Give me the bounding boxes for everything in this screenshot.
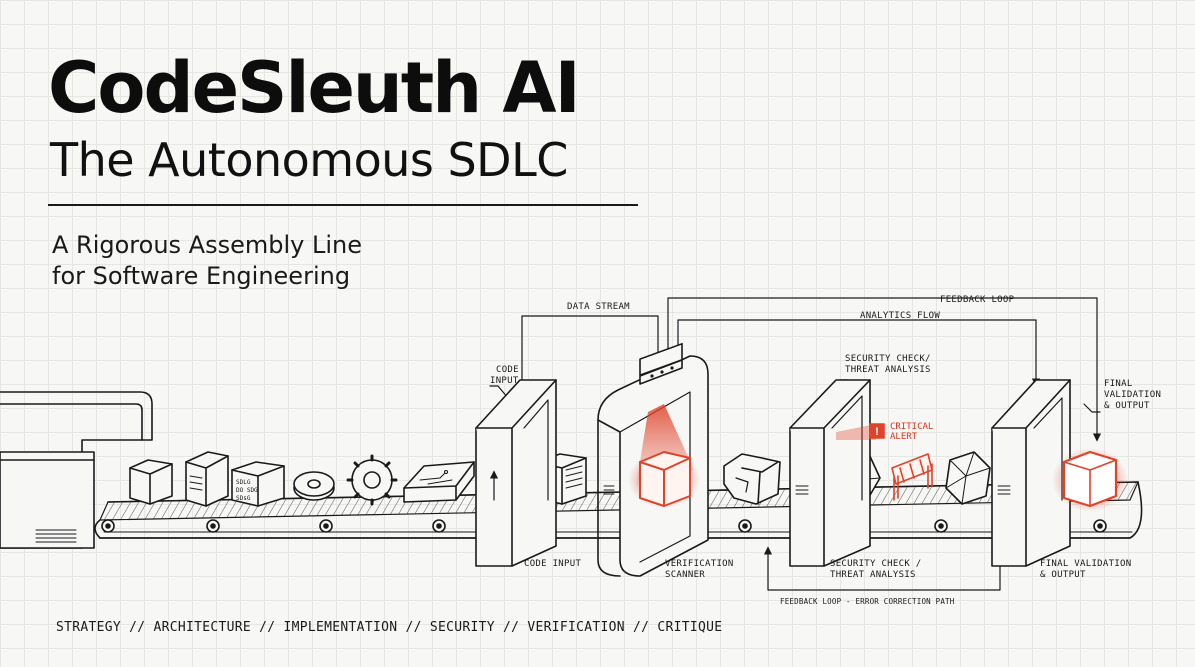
wireframe-cube xyxy=(945,451,991,505)
security-barrier xyxy=(891,453,933,501)
fragmented-module xyxy=(723,453,781,505)
security-bottom-label-2: THREAT ANALYSIS xyxy=(830,570,916,580)
tagline: A Rigorous Assembly Line for Software En… xyxy=(52,230,362,292)
tagline-line-2: for Software Engineering xyxy=(52,262,351,290)
sdlc-doc-box: SDLG DO SDG SDsG xyxy=(231,461,285,507)
raw-cube xyxy=(129,459,173,505)
code-input-pointer xyxy=(489,385,509,399)
final-top-label-1: FINAL xyxy=(1104,379,1133,389)
final-bottom-label-2: & OUTPUT xyxy=(1040,570,1086,580)
tagline-line-1: A Rigorous Assembly Line xyxy=(52,231,362,259)
data-stream-label: DATA STREAM xyxy=(567,302,630,312)
code-input-bottom-label: CODE INPUT xyxy=(524,559,581,569)
analytics-flow-label: ANALYTICS FLOW xyxy=(860,311,940,321)
verification-scanner xyxy=(597,342,709,577)
belt-items: SDLG DO SDG SDsG xyxy=(129,451,991,507)
security-gate xyxy=(789,379,871,567)
final-pointer xyxy=(1083,403,1101,413)
security-top-label-1: SECURITY CHECK/ xyxy=(845,354,931,364)
doc-box-text-2: DO SDG xyxy=(236,487,258,494)
verification-label-1: VERIFICATION xyxy=(665,559,734,569)
final-top-label-3: & OUTPUT xyxy=(1104,401,1150,411)
input-machine xyxy=(0,391,153,549)
feedback-loop-label: FEEDBACK LOOP xyxy=(940,295,1015,305)
security-bottom-label-1: SECURITY CHECK / xyxy=(830,559,922,569)
critical-alert-label-2: ALERT xyxy=(890,432,918,442)
validated-output-cube xyxy=(1062,450,1118,508)
security-top-label-2: THREAT ANALYSIS xyxy=(845,365,931,375)
feedback-bottom-line xyxy=(763,546,1001,591)
feedback-loop-line xyxy=(667,297,1102,442)
alert-mark: ! xyxy=(875,426,879,438)
document-block xyxy=(185,451,229,507)
code-input-gate xyxy=(475,379,557,567)
page-subtitle: The Autonomous SDLC xyxy=(50,133,568,187)
final-validation-gate xyxy=(991,379,1071,567)
verification-label-2: SCANNER xyxy=(665,570,705,580)
doc-box-text-3: SDsG xyxy=(236,495,251,502)
final-bottom-label-1: FINAL VALIDATION xyxy=(1040,559,1132,569)
alert-icon xyxy=(869,423,885,439)
code-input-top-label-2: INPUT xyxy=(490,376,519,386)
critical-alert: ! CRITICAL ALERT xyxy=(836,422,933,442)
conveyor-rollers xyxy=(101,519,1107,533)
feedback-bottom-label: FEEDBACK LOOP - ERROR CORRECTION PATH xyxy=(780,597,955,606)
small-gear-icon xyxy=(293,471,335,501)
title-divider xyxy=(48,204,638,206)
analytics-flow-line xyxy=(677,319,1041,387)
scanned-cube xyxy=(639,451,691,507)
doc-box-text-1: SDLG xyxy=(236,479,251,486)
critical-alert-label-1: CRITICAL xyxy=(890,422,933,432)
final-top-label-2: VALIDATION xyxy=(1104,390,1161,400)
data-stream-line xyxy=(521,315,663,401)
page-title: CodeSleuth AI xyxy=(48,47,581,129)
code-input-top-label-1: CODE xyxy=(496,365,519,375)
circuit-board xyxy=(403,461,475,503)
large-gear-icon xyxy=(346,454,398,506)
flow-lines xyxy=(489,297,1102,591)
footer-phases: STRATEGY // ARCHITECTURE // IMPLEMENTATI… xyxy=(56,620,723,635)
